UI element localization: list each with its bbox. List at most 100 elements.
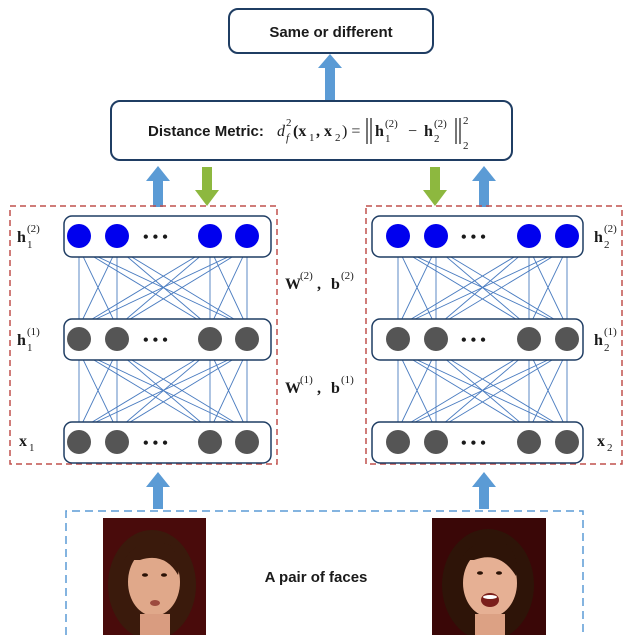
formula-h1-sup: (2) [385, 118, 398, 130]
formula-d: d [277, 123, 286, 140]
svg-text:1: 1 [27, 342, 33, 354]
formula-minus: − [408, 123, 417, 140]
left-mid-ellipsis: • • • [143, 332, 168, 349]
svg-text:1: 1 [29, 442, 35, 454]
svg-text:(2): (2) [300, 270, 313, 282]
formula-x2-sub: 2 [335, 132, 341, 144]
left-mid-node [198, 327, 222, 351]
right-top-node [555, 224, 579, 248]
left-bottom-node [235, 430, 259, 454]
arrow-metric-to-output [318, 54, 342, 100]
left-top-node [198, 224, 222, 248]
right-edge-upper [397, 247, 437, 328]
formula-x1-sub: 1 [309, 132, 315, 144]
right-top-node [386, 224, 410, 248]
right-edge-upper [435, 247, 568, 328]
right-mid-label: h (1) 2 [594, 326, 617, 354]
right-edge-lower [435, 350, 568, 431]
svg-text:2: 2 [607, 442, 613, 454]
left-edge-upper [78, 247, 211, 328]
right-bottom-node [386, 430, 410, 454]
formula-h2: h [424, 123, 433, 140]
left-edge-upper [78, 247, 248, 328]
connection-edges [78, 247, 568, 431]
svg-text:x: x [597, 433, 605, 450]
right-bottom-ellipsis: • • • [461, 435, 486, 452]
right-bottom-node [424, 430, 448, 454]
lower-weights-label: W (1) , b (1) [285, 374, 354, 397]
arrow-left-input-up [146, 472, 170, 509]
distance-metric-label: Distance Metric: [148, 123, 264, 140]
svg-text:(2): (2) [341, 270, 354, 282]
right-top-label: h (2) 2 [594, 223, 617, 251]
left-bottom-ellipsis: • • • [143, 435, 168, 452]
output-label: Same or different [269, 24, 392, 41]
network-layers [63, 215, 584, 464]
input-frame [65, 510, 584, 635]
left-bottom-node [198, 430, 222, 454]
formula-norm-sub: 2 [463, 140, 469, 152]
distance-metric-box: Distance Metric: d 2 f (x 1 , x 2 ) = h … [110, 100, 513, 161]
right-edge-lower [397, 350, 568, 431]
left-mid-node [235, 327, 259, 351]
right-mid-node [424, 327, 448, 351]
right-bottom-node [555, 430, 579, 454]
svg-text:2: 2 [604, 342, 610, 354]
svg-text:1: 1 [27, 239, 33, 251]
right-network-frame [365, 205, 623, 465]
svg-text:W: W [285, 276, 301, 293]
left-network-frame [9, 205, 278, 465]
svg-text:(1): (1) [341, 374, 354, 386]
arrow-left-up [146, 166, 170, 207]
left-edge-lower [209, 350, 248, 431]
left-bottom-label: x 1 [19, 433, 35, 454]
formula-h1: h [375, 123, 384, 140]
formula-h1-sub: 1 [385, 133, 391, 145]
svg-text:x: x [19, 433, 27, 450]
right-edge-upper [397, 247, 568, 328]
svg-text:h: h [594, 229, 603, 246]
network-nodes [67, 224, 579, 454]
right-top-node [424, 224, 448, 248]
right-edge-lower [397, 350, 530, 431]
left-top-node [235, 224, 259, 248]
svg-text:h: h [17, 332, 26, 349]
left-top-label: h (2) 1 [17, 223, 40, 251]
svg-text:,: , [317, 380, 321, 397]
arrow-right-down [423, 167, 447, 206]
left-bottom-node [67, 430, 91, 454]
right-mid-ellipsis: • • • [461, 332, 486, 349]
svg-text:,: , [317, 276, 321, 293]
svg-text:h: h [17, 229, 26, 246]
formula-d-sub: f [286, 132, 291, 144]
left-edge-upper [116, 247, 248, 328]
right-mid-node [386, 327, 410, 351]
left-top-node [105, 224, 129, 248]
right-bottom-label: x 2 [597, 433, 613, 454]
left-mid-label: h (1) 1 [17, 326, 40, 354]
distance-formula: d 2 f (x 1 , x 2 ) = h (2) 1 − h (2) 2 2… [277, 115, 469, 152]
right-edge-lower [528, 350, 568, 431]
arrow-right-input-up [472, 472, 496, 509]
formula-h2-sub: 2 [434, 133, 440, 145]
formula-norm-sup: 2 [463, 115, 469, 127]
formula-args-open: (x [293, 123, 306, 140]
right-top-ellipsis: • • • [461, 229, 486, 246]
right-edge-upper [397, 247, 530, 328]
left-edge-lower [116, 350, 248, 431]
left-edge-lower [78, 350, 211, 431]
right-mid-node [517, 327, 541, 351]
arrow-right-up [472, 166, 496, 207]
svg-text:2: 2 [604, 239, 610, 251]
formula-d-sup: 2 [286, 117, 292, 129]
right-edge-upper [528, 247, 568, 328]
left-bottom-node [105, 430, 129, 454]
svg-text:W: W [285, 380, 301, 397]
svg-text:(2): (2) [27, 223, 40, 235]
arrow-left-down [195, 167, 219, 206]
upper-weights-label: W (2) , b (2) [285, 270, 354, 293]
formula-args-close: ) = [342, 123, 360, 140]
right-bottom-node [517, 430, 541, 454]
left-mid-node [67, 327, 91, 351]
left-edge-upper [209, 247, 248, 328]
